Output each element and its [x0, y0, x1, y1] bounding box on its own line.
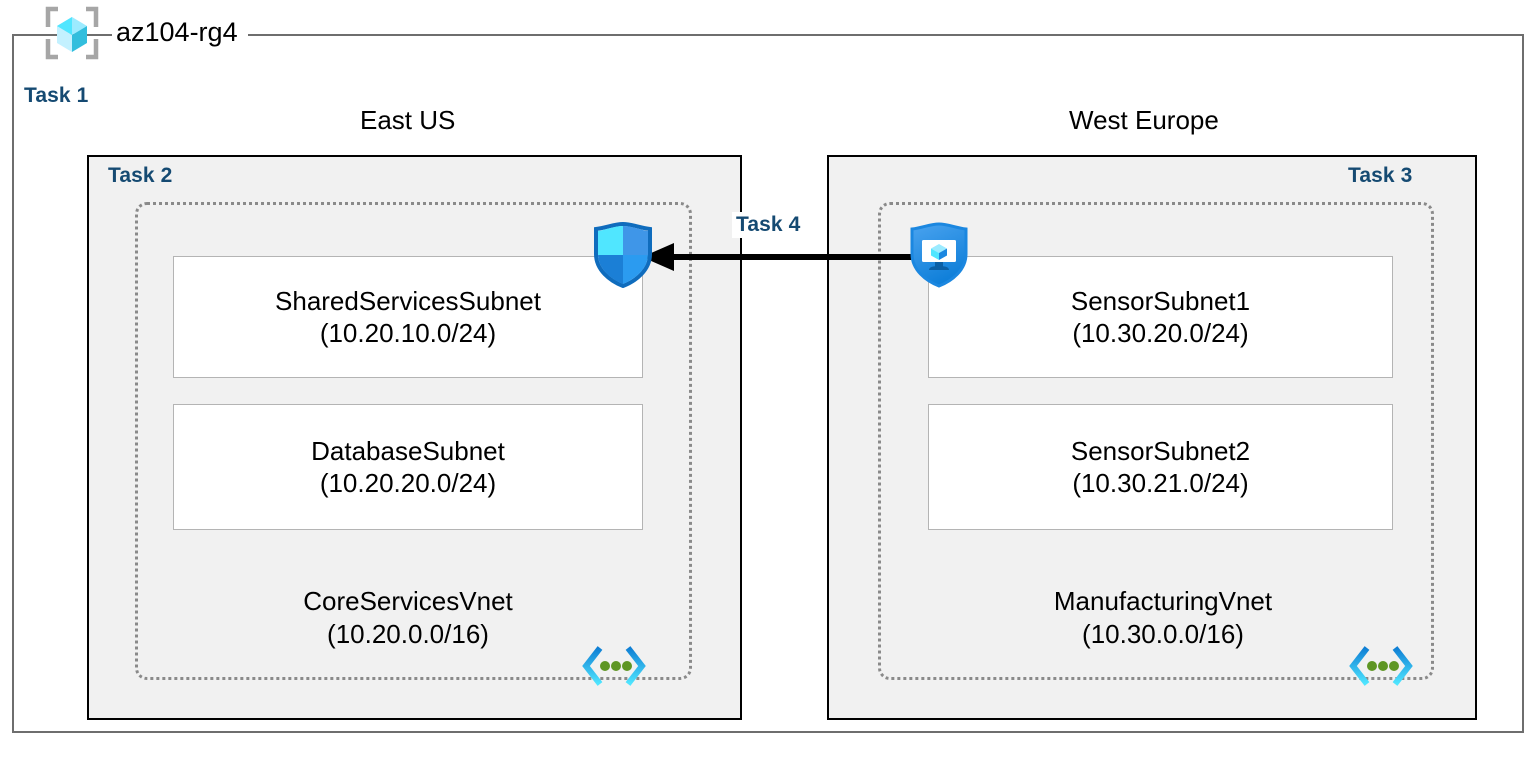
azure-resource-group-icon [44, 5, 100, 61]
subnet-name: SensorSubnet2 [1070, 435, 1251, 466]
subnet-name: DatabaseSubnet [311, 435, 505, 466]
subnet-sensorsubnet2[interactable]: SensorSubnet2 (10.30.21.0/24) [928, 404, 1393, 530]
task-2-label: Task 2 [108, 164, 173, 187]
subnet-cidr: (10.20.20.0/24) [319, 468, 497, 498]
resource-group-name: az104-rg4 [112, 16, 248, 50]
subnet-name: SensorSubnet1 [1070, 285, 1251, 316]
subnet-cidr: (10.30.21.0/24) [1072, 468, 1249, 498]
vnet-cidr: (10.30.0.0/16) [1082, 618, 1244, 649]
vnet-label-manufacturingvnet: ManufacturingVnet (10.30.0.0/16) [938, 585, 1388, 650]
vnet-peering-shield-icon [592, 221, 654, 289]
vnet-box-coreservicesvnet [135, 202, 692, 680]
resource-group-frame [12, 34, 1524, 733]
resource-group-header: az104-rg4 [44, 2, 248, 64]
subnet-cidr: (10.20.10.0/24) [319, 318, 497, 348]
subnet-cidr: (10.30.20.0/24) [1072, 318, 1249, 348]
subnet-sensorsubnet1[interactable]: SensorSubnet1 (10.30.20.0/24) [928, 256, 1393, 378]
vnet-label-coreservicesvnet: CoreServicesVnet (10.20.0.0/16) [183, 585, 633, 650]
task-3-label: Task 3 [1348, 164, 1413, 187]
subnet-databasesubnet[interactable]: DatabaseSubnet (10.20.20.0/24) [173, 404, 643, 530]
vnet-name: ManufacturingVnet [1053, 586, 1273, 616]
task-4-label: Task 4 [732, 212, 805, 238]
region-caption-east-us: East US [360, 105, 456, 135]
vnet-box-manufacturingvnet [878, 202, 1434, 680]
task-1-label: Task 1 [24, 84, 89, 107]
subnet-sharedservicessubnet[interactable]: SharedServicesSubnet (10.20.10.0/24) [173, 256, 643, 378]
vnet-peering-arrow [640, 240, 920, 274]
shield-monitor-icon [908, 222, 970, 288]
subnet-name: SharedServicesSubnet [275, 285, 541, 316]
region-caption-west-europe: West Europe [1069, 105, 1219, 135]
vnet-cidr: (10.20.0.0/16) [327, 618, 489, 649]
virtual-network-icon [582, 644, 646, 688]
vnet-name: CoreServicesVnet [303, 586, 513, 616]
virtual-network-icon [1349, 644, 1413, 688]
